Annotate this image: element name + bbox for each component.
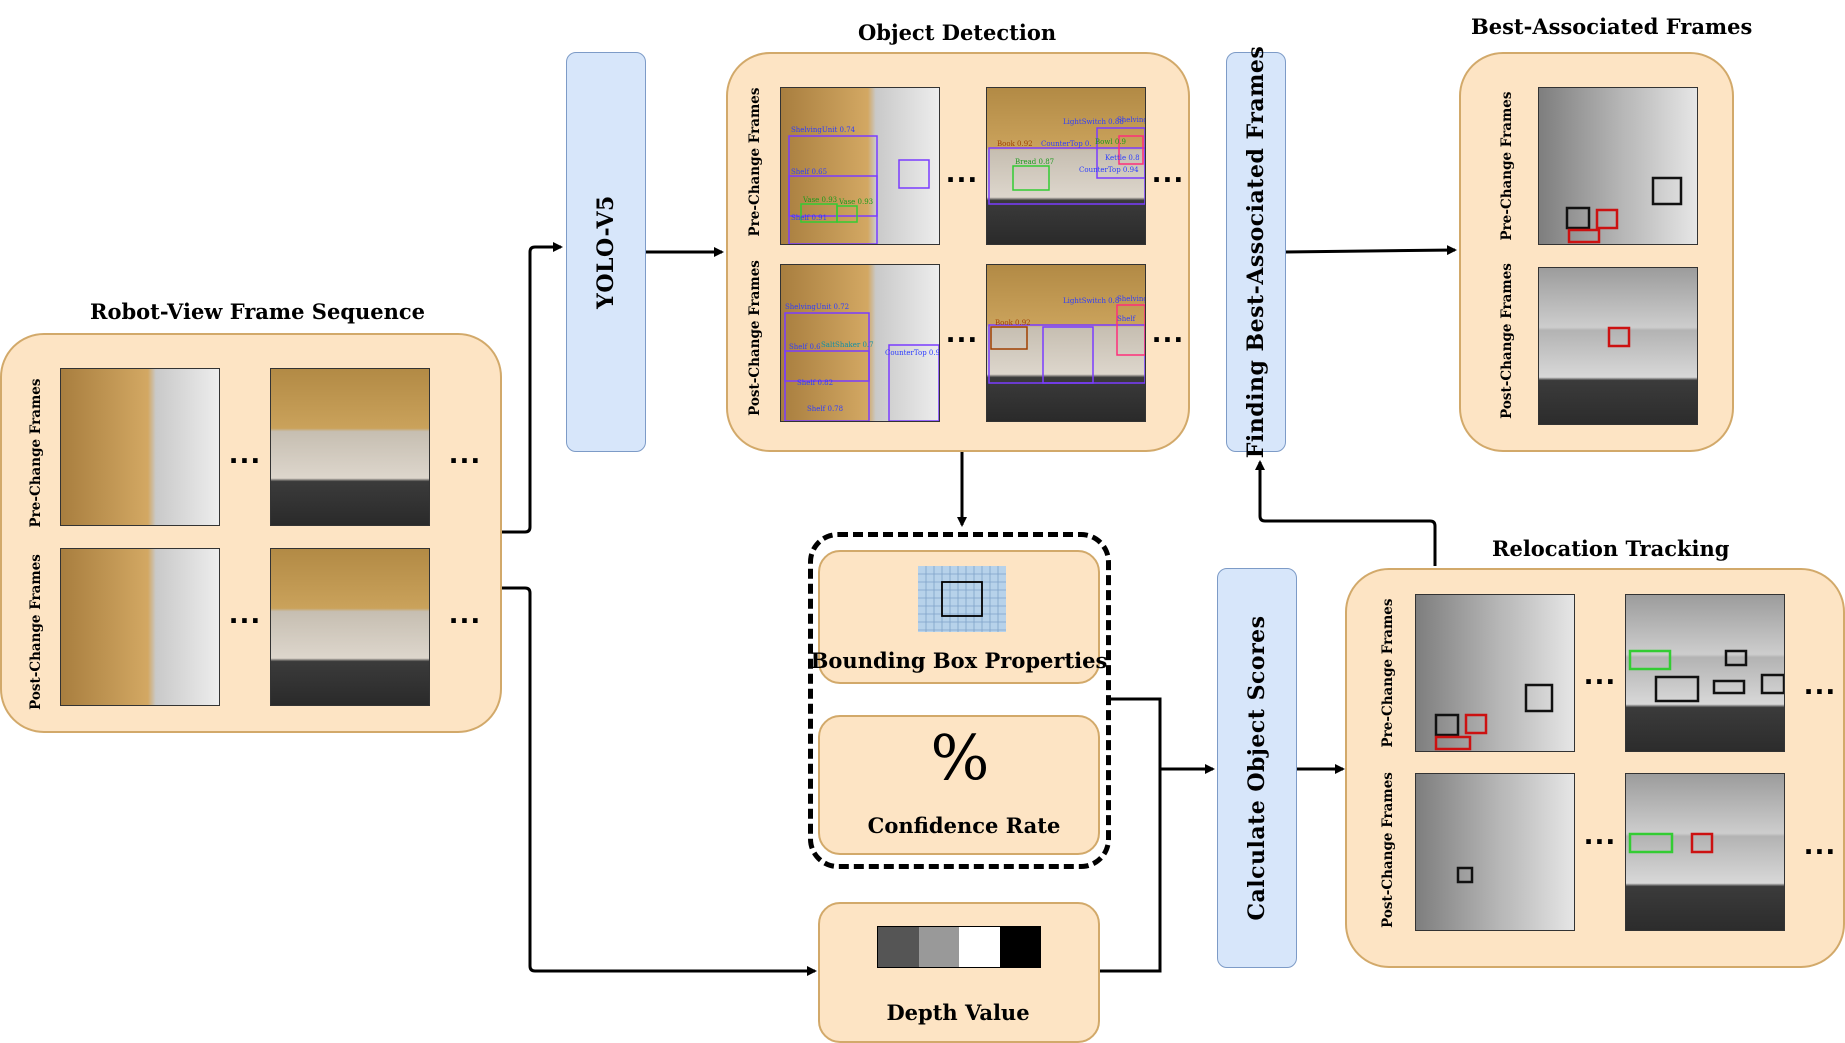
detection-label: CounterTop 0.9 (885, 349, 940, 357)
detection-frame-post-right: Book 0.92 LightSwitch 0.8 Shelving Shelf (986, 264, 1146, 422)
bounding-box-grid-icon (918, 566, 1006, 632)
ellipsis: ... (1803, 831, 1837, 861)
box-overlay (1607, 326, 1631, 348)
detection-label: Shelf 0.65 (791, 168, 827, 176)
depth-swatch (959, 927, 1000, 967)
detection-label: CounterTop 0. (1041, 140, 1092, 148)
relocation-frame-pre-left (1415, 594, 1575, 752)
finding-label: Finding Best-Associated Frames (1243, 45, 1269, 459)
object-detection-title: Object Detection (858, 20, 1057, 45)
relocation-title: Relocation Tracking (1492, 536, 1730, 561)
confidence-label: Confidence Rate (867, 813, 1061, 838)
robot-view-title: Robot-View Frame Sequence (90, 299, 426, 324)
detection-label: SaltShaker 0.7 (821, 341, 874, 349)
detection-label: Book 0.92 (997, 140, 1033, 148)
detection-label: Shelf 0.6 (789, 343, 821, 351)
ellipsis: ... (448, 440, 482, 470)
detection-pre-label: Pre-Change Frames (747, 87, 763, 237)
box-overlay (1456, 866, 1474, 884)
detection-overlay: ShelvingUnit 0.74 Shelf 0.65 Shelf 0.91 … (788, 126, 930, 244)
detection-label: Shelf 0.91 (791, 214, 827, 222)
ellipsis: ... (1151, 319, 1185, 349)
relocation-frame-post-right (1625, 773, 1785, 931)
grayscale-bar-icon (877, 926, 1041, 968)
depth-panel (818, 902, 1100, 1043)
ellipsis: ... (448, 600, 482, 630)
detection-label: ShelvingUnit 0.72 (785, 303, 849, 311)
frame-image (60, 548, 220, 706)
relocation-post-label: Post-Change Frames (1380, 772, 1396, 928)
detection-label: Shelving (1117, 116, 1146, 124)
detection-label: Shelf 0.82 (797, 379, 833, 387)
detection-frame-pre-left: ShelvingUnit 0.74 Shelf 0.65 Shelf 0.91 … (780, 87, 940, 245)
depth-swatch (999, 927, 1040, 967)
bbox-properties-label: Bounding Box Properties (810, 648, 1108, 673)
relocation-frame-pre-right (1625, 594, 1785, 752)
arrow-robot-to-depth (500, 586, 817, 976)
best-pre-label: Pre-Change Frames (1499, 91, 1515, 241)
detection-label: ShelvingUnit 0.74 (791, 126, 856, 134)
best-frame-post (1538, 267, 1698, 425)
detection-label: Shelf 0.78 (807, 405, 843, 413)
confidence-panel (818, 715, 1100, 855)
box-overlay (1628, 832, 1714, 854)
box-overlay (1434, 683, 1554, 751)
detection-label: Vase 0.93 (802, 196, 837, 204)
detection-label: Shelf (1117, 315, 1137, 323)
detection-frame-pre-right: LightSwitch 0.88 Shelving Book 0.92 Coun… (986, 87, 1146, 245)
relocation-pre-label: Pre-Change Frames (1380, 598, 1396, 748)
ellipsis: ... (945, 159, 979, 189)
ellipsis: ... (1803, 671, 1837, 701)
detection-overlay: Book 0.92 LightSwitch 0.8 Shelving Shelf (988, 295, 1146, 384)
best-frame-pre (1538, 87, 1698, 245)
detection-label: CounterTop 0.94 (1079, 166, 1139, 174)
best-post-label: Post-Change Frames (1499, 263, 1515, 419)
ellipsis: ... (1583, 661, 1617, 691)
detection-overlay: ShelvingUnit 0.72 Shelf 0.6 SaltShaker 0… (784, 303, 940, 421)
relocation-frame-post-left (1415, 773, 1575, 931)
ellipsis: ... (945, 319, 979, 349)
arrow-features-to-calc (1108, 697, 1215, 774)
detection-label: Shelving (1117, 295, 1146, 303)
calculate-label: Calculate Object Scores (1244, 615, 1270, 921)
frame-image (270, 368, 430, 526)
calculate-box (1217, 568, 1297, 968)
depth-swatch (918, 927, 959, 967)
detection-frame-post-left: ShelvingUnit 0.72 Shelf 0.6 SaltShaker 0… (780, 264, 940, 422)
detection-label: LightSwitch 0.8 (1063, 297, 1119, 305)
finding-box (1226, 52, 1286, 452)
detection-label: LightSwitch 0.88 (1063, 118, 1124, 126)
detection-label: Kettle 0.8 (1105, 154, 1140, 162)
line-depth-to-calc (1100, 769, 1162, 973)
detection-overlay: LightSwitch 0.88 Shelving Book 0.92 Coun… (988, 116, 1146, 205)
detection-label: Bowl 0.9 (1095, 138, 1126, 146)
arrow-robot-to-yolo (500, 242, 563, 534)
depth-label: Depth Value (886, 1000, 1030, 1025)
ellipsis: ... (228, 440, 262, 470)
box-overlay (1628, 649, 1784, 703)
detection-label: Book 0.92 (995, 319, 1031, 327)
box-overlay (1565, 176, 1683, 244)
frame-image (270, 548, 430, 706)
detection-label: Vase 0.93 (838, 198, 873, 206)
arrow-finding-to-best (1284, 245, 1457, 256)
detection-label: Bread 0.87 (1015, 158, 1054, 166)
frame-image (60, 368, 220, 526)
robot-view-pre-label: Pre-Change Frames (28, 378, 44, 528)
arrow-relocation-to-finding (1255, 460, 1437, 566)
features-group (808, 532, 1111, 869)
depth-swatch (878, 927, 919, 967)
best-frames-title: Best-Associated Frames (1471, 14, 1753, 39)
yolo-label: YOLO-V5 (593, 195, 619, 309)
percent-icon: % (930, 721, 990, 794)
ellipsis: ... (1151, 159, 1185, 189)
ellipsis: ... (1583, 821, 1617, 851)
detection-post-label: Post-Change Frames (747, 260, 763, 416)
ellipsis: ... (228, 600, 262, 630)
robot-view-post-label: Post-Change Frames (28, 554, 44, 710)
yolo-box (566, 52, 646, 452)
